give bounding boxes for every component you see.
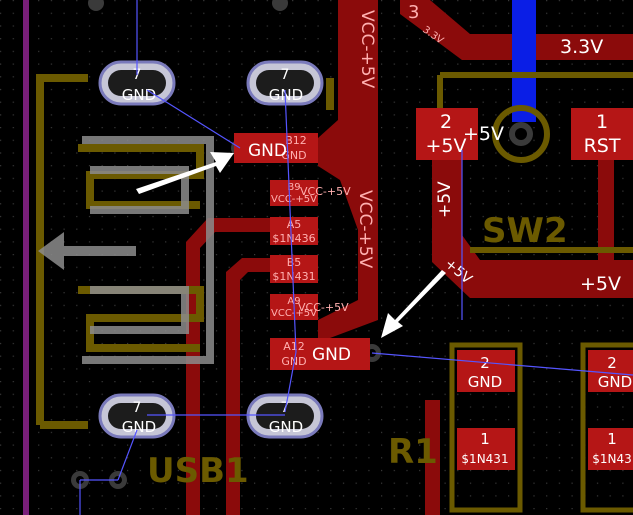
usb1-pin-b12[interactable]: B12 GND xyxy=(234,133,318,163)
pad-number: 2 xyxy=(440,111,452,133)
copper-layer xyxy=(186,0,633,515)
usb1-shield-pad[interactable]: 7 GND xyxy=(246,60,324,106)
via-label-plus5v: +5V xyxy=(463,123,504,145)
annotation-arrow xyxy=(136,152,234,194)
blue-trace xyxy=(512,0,536,122)
net-label-gnd-upper: GND xyxy=(248,141,287,161)
pad-number: 1 xyxy=(596,111,608,133)
ratsnest xyxy=(79,0,633,515)
r1-silkscreen xyxy=(449,342,633,513)
usb1-ref: USB1 xyxy=(147,451,249,491)
pad-net: +5V xyxy=(425,135,466,157)
pin-id: A5 xyxy=(287,218,302,231)
sw2-ref: SW2 xyxy=(482,211,568,251)
r1-pad-1[interactable]: 1 $1N431 xyxy=(457,428,515,470)
pad-number: 7 xyxy=(281,67,290,83)
r-right-pad-1[interactable]: 1 $1N43 xyxy=(588,428,633,470)
pad-net: GND xyxy=(468,373,502,391)
r-right-pad-2[interactable]: 2 GND xyxy=(588,350,633,392)
pad-net: RST xyxy=(584,135,621,157)
net-label-vcc-band: VCC-+5V xyxy=(355,190,375,269)
r1-pad-2[interactable]: 2 GND xyxy=(457,350,515,392)
pin-id: A12 xyxy=(283,340,305,353)
pad-net: $1N43 xyxy=(592,452,632,466)
usb1-shield-pad[interactable]: 7 GND xyxy=(98,393,176,439)
pin-id: B9 xyxy=(287,182,300,193)
pin-id: B12 xyxy=(285,134,307,147)
pin-net: $1N436 xyxy=(272,232,315,245)
net-label-vcc-a9: VCC-+5V xyxy=(298,301,349,314)
net-label-vcc-top: VCC-+5V xyxy=(357,10,377,89)
pad-number: 1 xyxy=(480,430,490,448)
usb1-shield-pad[interactable]: 7 GND xyxy=(246,393,324,439)
usb1-pin-a5[interactable]: A5 $1N436 xyxy=(270,217,318,245)
pad-net: GND xyxy=(122,418,156,436)
pad-number: 1 xyxy=(607,430,617,448)
pad-net: GND xyxy=(122,86,156,104)
pad-net: GND xyxy=(269,86,303,104)
net-label-partial: 3 xyxy=(408,2,419,23)
pad-number: 7 xyxy=(133,400,142,416)
usb1-direction-arrow xyxy=(38,232,136,270)
usb1-pin-a12[interactable]: A12 GND xyxy=(270,338,370,370)
pad-number: 7 xyxy=(281,400,290,416)
r1-ref: R1 xyxy=(388,432,438,472)
pad-net: $1N431 xyxy=(461,452,508,466)
pad-number: 2 xyxy=(607,354,617,372)
pad-net: GND xyxy=(598,373,632,391)
usb1-fab-outline xyxy=(82,136,214,364)
pin-net: $1N431 xyxy=(272,270,315,283)
pad-net: GND xyxy=(269,418,303,436)
annotation-arrow xyxy=(381,270,446,338)
pin-id: B5 xyxy=(287,256,302,269)
usb1-pin-b9[interactable]: B9 VCC-+5V xyxy=(270,180,318,206)
pin-net: VCC-+5V xyxy=(271,194,317,205)
net-label-plus5v-left: +5V xyxy=(435,181,455,218)
net-label-vcc-b9: VCC-+5V xyxy=(300,185,351,198)
board-edge xyxy=(23,0,29,515)
sw2-pad-2[interactable]: 2 +5V xyxy=(416,108,478,160)
sw2-pad-1[interactable]: 1 RST xyxy=(571,108,633,160)
net-label-plus5v-right: +5V xyxy=(580,273,621,295)
net-label-3v3-big: 3.3V xyxy=(560,36,603,58)
usb1-pin-b5[interactable]: B5 $1N431 xyxy=(270,255,318,283)
sw2-hole-ring xyxy=(492,105,550,163)
net-label-gnd-lower: GND xyxy=(312,345,351,365)
